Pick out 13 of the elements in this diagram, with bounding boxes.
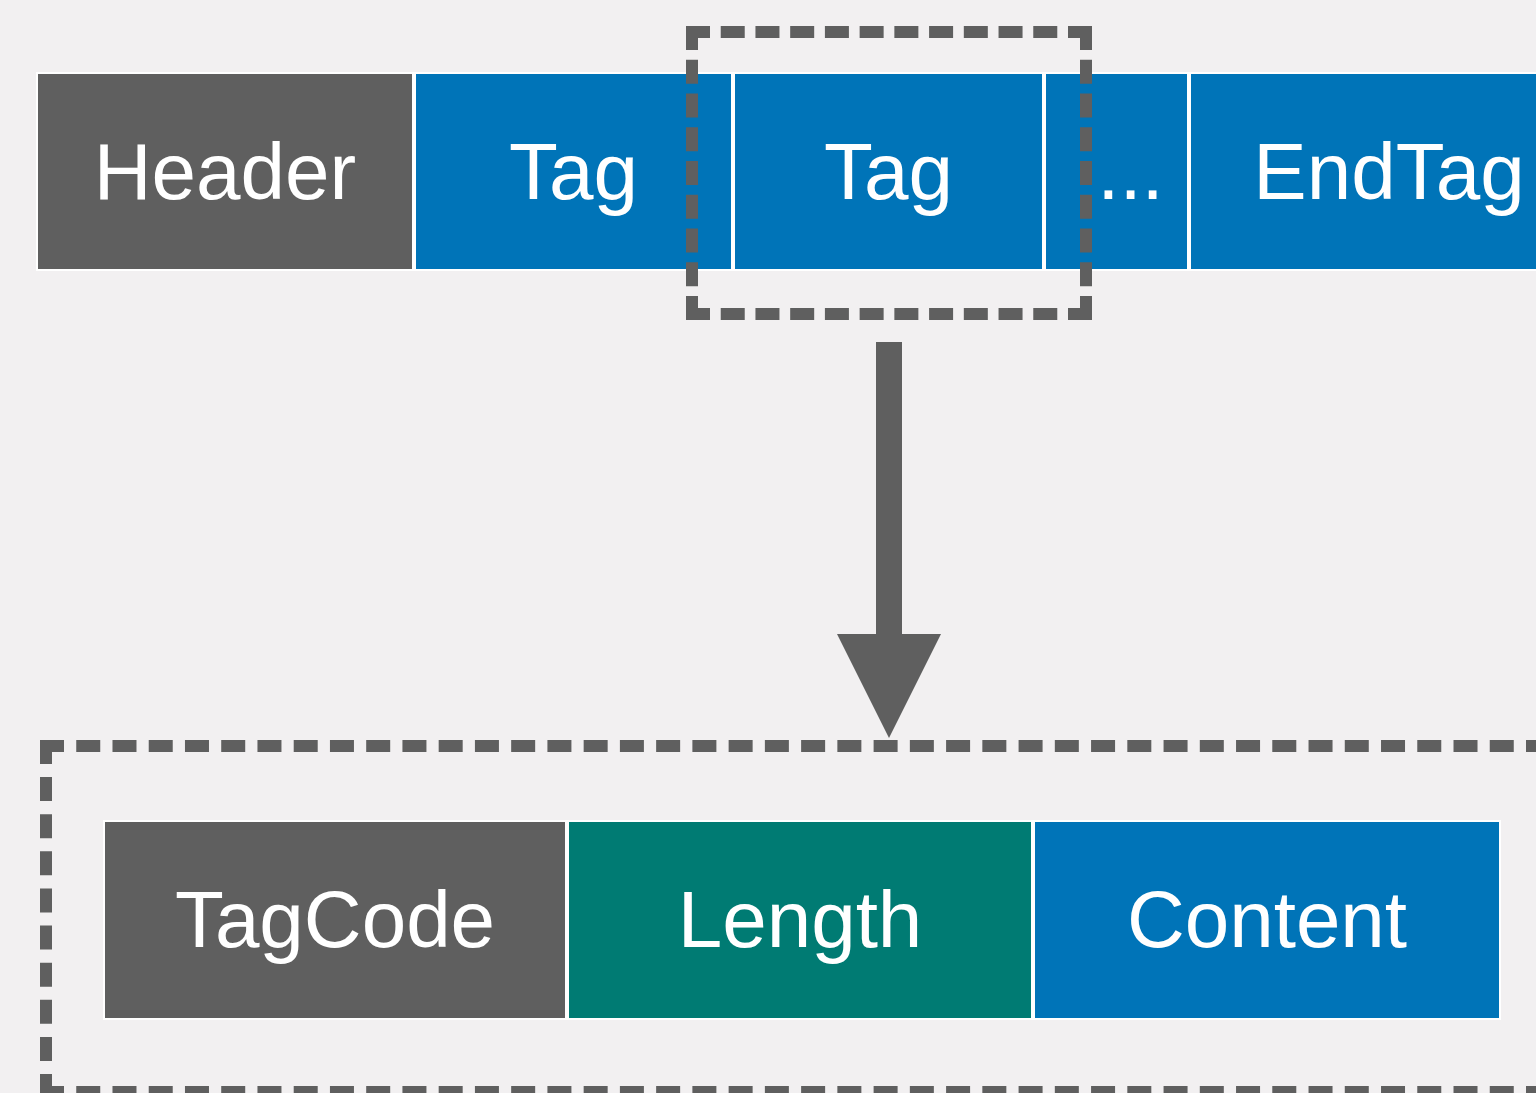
segment-block <box>414 72 733 271</box>
segment-label: ... <box>1097 131 1164 212</box>
segment-block <box>567 820 1033 1020</box>
segment-block <box>1189 72 1536 271</box>
segment-label: Content <box>1126 880 1408 960</box>
segment-block <box>103 820 567 1020</box>
segment-block <box>733 72 1044 271</box>
dashed-outline-box <box>40 740 1536 1093</box>
segment-block <box>1033 820 1501 1020</box>
segment-block <box>36 72 414 271</box>
segment-block <box>1044 72 1189 271</box>
segment-label: Header <box>93 131 357 212</box>
arrow <box>837 342 941 738</box>
